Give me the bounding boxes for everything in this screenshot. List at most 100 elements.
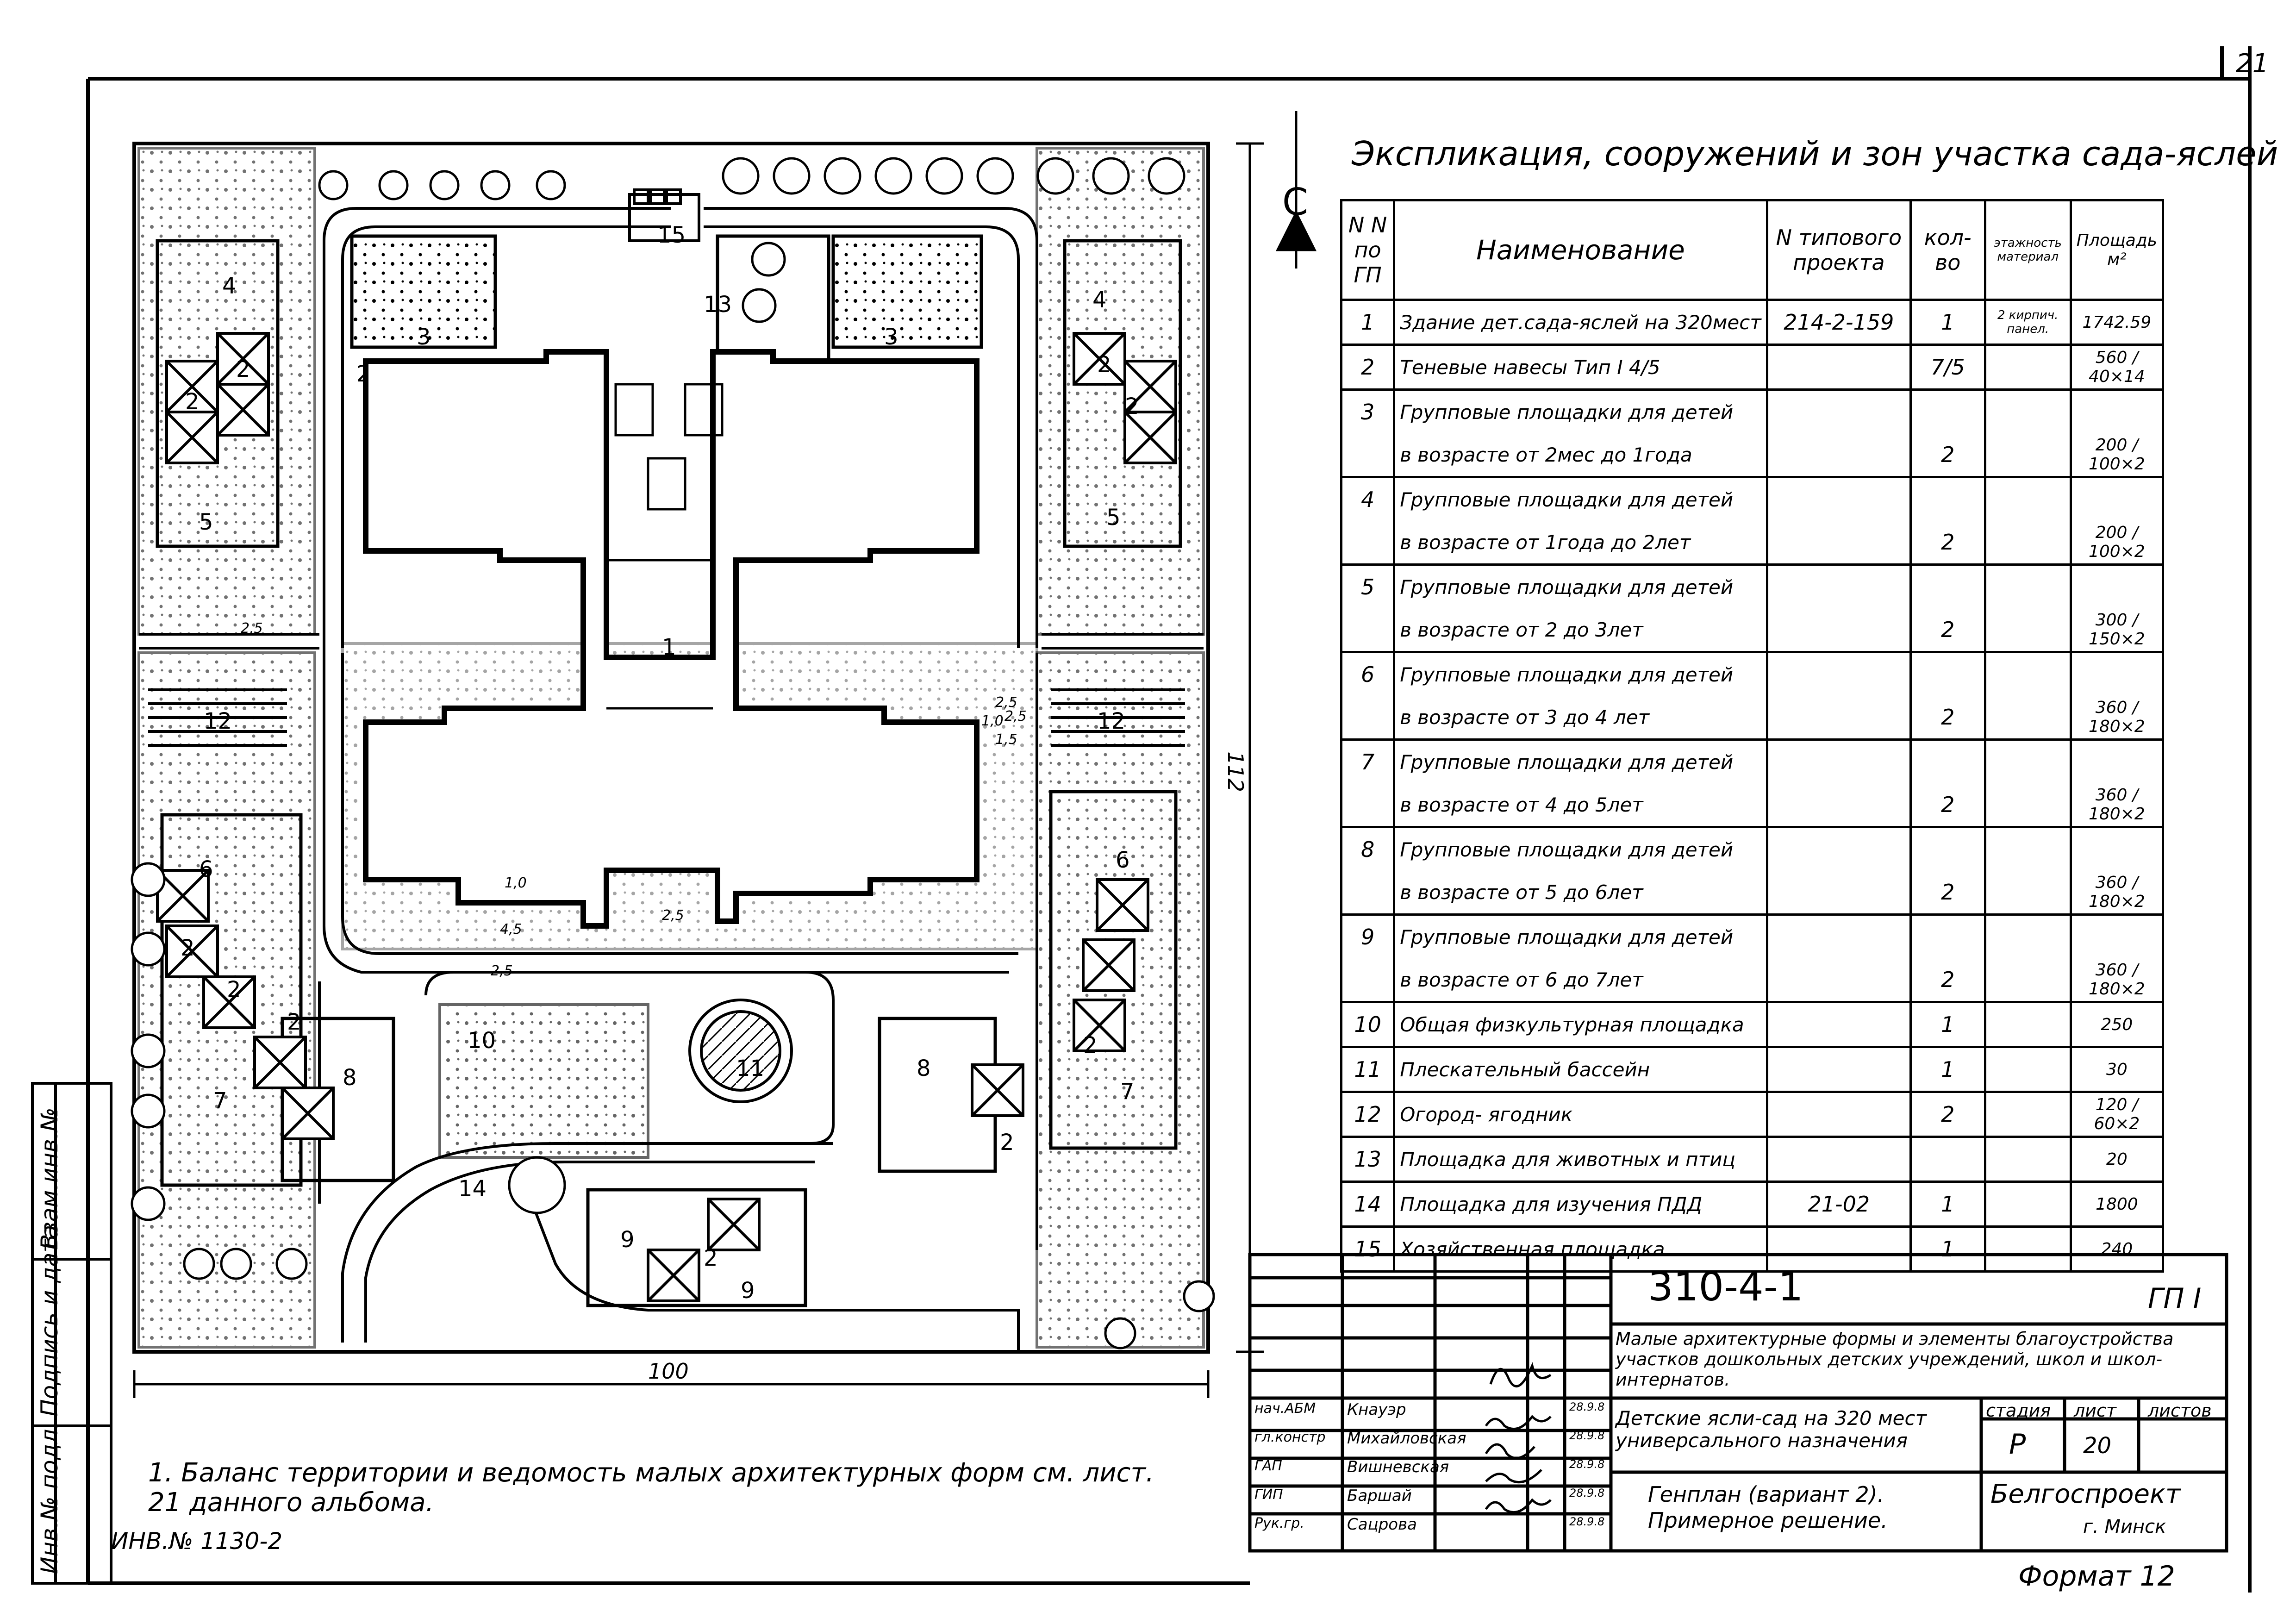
sheet-value: 20	[2083, 1433, 2112, 1459]
explication-cell-proj	[1766, 344, 1912, 391]
sheet-label: лист	[2074, 1400, 2117, 1421]
explication-cell-area: 1800	[2069, 1181, 2165, 1228]
dimension-width: 100	[648, 1359, 689, 1384]
organization: Белгоспроект	[1990, 1479, 2181, 1509]
explication-cell-num: 11	[1340, 1046, 1396, 1093]
explication-cell-proj	[1766, 521, 1912, 566]
explication-cell-qty: 2	[1909, 521, 1986, 566]
zone-label: 8	[343, 1065, 357, 1091]
explication-cell-num: 15	[1340, 1225, 1396, 1273]
explication-cell-proj	[1766, 1091, 1912, 1138]
explication-cell-empty	[1984, 913, 2072, 958]
plan-dimension: 2,5	[662, 907, 684, 924]
signer-date: 28.9.8	[1569, 1429, 1605, 1442]
explication-cell-num: 10	[1340, 1001, 1396, 1048]
explication-cell-proj	[1766, 696, 1912, 741]
explication-cell-mat	[1984, 1225, 2072, 1273]
zone-label: 2	[1097, 352, 1111, 378]
zone-label: 13	[704, 292, 732, 318]
header-project: N типового проекта	[1766, 199, 1912, 301]
zone-label: 1	[662, 634, 676, 660]
explication-cell-empty	[1340, 608, 1396, 653]
signatures	[1485, 1362, 1552, 1514]
building-inner-lines	[606, 383, 724, 710]
header-num: N N по ГП	[1340, 199, 1396, 301]
explication-cell-name: Площадка для изучения ПДД	[1393, 1181, 1768, 1228]
explication-cell-proj	[1766, 608, 1912, 653]
pool-11	[688, 999, 793, 1103]
explication-cell-name: Групповые площадки для детей	[1393, 476, 1768, 521]
zone-label: 14	[458, 1176, 487, 1202]
explication-cell-area: 250	[2069, 1001, 2165, 1048]
explication-cell-empty	[2069, 826, 2165, 871]
drawing-code: 310-4-1	[1648, 1264, 1803, 1310]
explication-cell-mat	[1984, 433, 2072, 478]
trees	[131, 157, 1215, 1349]
explication-cell-empty	[1909, 738, 1986, 783]
explication-header-row: N N по ГП Наименование N типового проект…	[1340, 199, 2165, 301]
explication-cell-empty	[1984, 476, 2072, 521]
zone-label: 2	[227, 977, 241, 1003]
explication-table: N N по ГП Наименование N типового проект…	[1340, 199, 2165, 1273]
site-boundary	[132, 142, 1210, 1354]
side-stamp-original-inv: Инв.№ подл.	[36, 1421, 63, 1574]
explication-cell-area: 240	[2069, 1225, 2165, 1273]
explication-cell-empty	[1766, 388, 1912, 433]
signer-role: нач.АБМ	[1254, 1400, 1316, 1417]
explication-cell-qty: 2	[1909, 433, 1986, 478]
explication-cell-empty	[1340, 783, 1396, 828]
explication-cell-area: 200 / 100×2	[2069, 433, 2165, 478]
explication-cell-qty: 2	[1909, 608, 1986, 653]
explication-cell-num: 13	[1340, 1136, 1396, 1183]
canopies	[156, 332, 1177, 1302]
inventory-number: ИНВ.№ 1130-2	[111, 1528, 283, 1555]
explication-cell-area: 360 / 180×2	[2069, 783, 2165, 828]
city: г. Минск	[2083, 1516, 2166, 1537]
explication-cell-empty	[1340, 521, 1396, 566]
explication-cell-empty	[1984, 388, 2072, 433]
explication-cell-empty	[1766, 826, 1912, 871]
explication-cell-qty: 2	[1909, 871, 1986, 916]
explication-cell-empty	[1909, 476, 1986, 521]
explication-cell-empty	[1984, 826, 2072, 871]
explication-cell-empty	[1909, 388, 1986, 433]
signer-date: 28.9.8	[1569, 1400, 1605, 1413]
explication-cell-empty	[1766, 738, 1912, 783]
explication-cell-mat	[1984, 1136, 2072, 1183]
signer-name: Сацрова	[1347, 1515, 1417, 1534]
signer-name: Вишневская	[1347, 1458, 1449, 1476]
explication-cell-mat: 2 кирпич. панел.	[1984, 299, 2072, 346]
explication-cell-num: 14	[1340, 1181, 1396, 1228]
format-label: Формат 12	[2018, 1560, 2175, 1593]
plan-dimension: 4,5	[500, 921, 522, 937]
explication-cell-num: 2	[1340, 344, 1396, 391]
signer-role: гл.констр	[1254, 1429, 1326, 1445]
explication-cell-qty: 1	[1909, 1225, 1986, 1273]
explication-cell-empty	[2069, 738, 2165, 783]
explication-cell-name: Плескательный бассейн	[1393, 1046, 1768, 1093]
explication-cell-name: Теневые навесы Тип I 4/5	[1393, 344, 1768, 391]
explication-cell-proj	[1766, 1225, 1912, 1273]
explication-cell-empty	[1984, 651, 2072, 696]
zone-label: 2	[287, 1009, 301, 1035]
plan-dimension: 2,5	[241, 620, 263, 637]
explication-cell-empty	[2069, 563, 2165, 608]
explication-cell-proj	[1766, 958, 1912, 1003]
explication-cell-empty	[1766, 913, 1912, 958]
explication-cell-area: 20	[2069, 1136, 2165, 1183]
explication-cell-mat	[1984, 696, 2072, 741]
explication-cell-num: 4	[1340, 476, 1396, 521]
explication-cell-name: Групповые площадки для детей	[1393, 913, 1768, 958]
explication-cell-qty: 2	[1909, 958, 1986, 1003]
explication-cell-proj	[1766, 1136, 1912, 1183]
